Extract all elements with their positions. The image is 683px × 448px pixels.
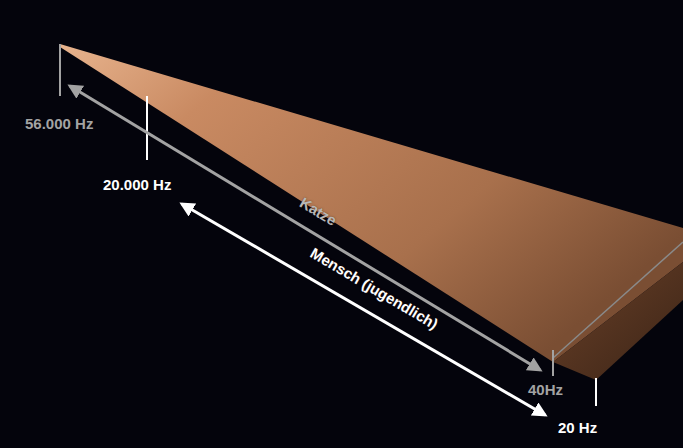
frequency-label: 56.000 Hz xyxy=(25,116,93,133)
tick-line xyxy=(146,96,148,160)
range-arrow xyxy=(70,86,540,370)
frequency-label: 20.000 Hz xyxy=(103,177,171,194)
frequency-label: 40Hz xyxy=(528,382,563,399)
tick-line xyxy=(552,350,554,376)
membrane-side xyxy=(553,262,683,380)
range-arrow xyxy=(182,204,545,415)
frequency-label: 20 Hz xyxy=(558,420,597,437)
tick-line xyxy=(59,44,61,96)
tick-line xyxy=(595,378,597,406)
edge-line xyxy=(553,242,683,358)
